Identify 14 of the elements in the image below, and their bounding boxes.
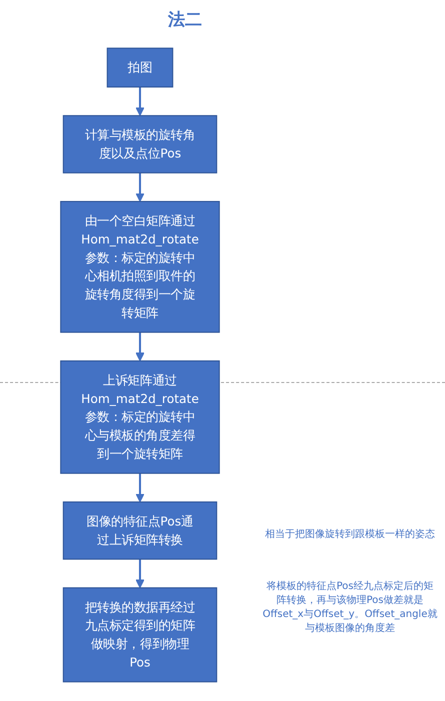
arrow [136, 87, 144, 116]
node-box: 由一个空白矩阵通过Hom_mat2d_rotate参数：标定的旋转中心相机拍照到取件的旋转角度得到一个旋转矩阵 [60, 200, 220, 333]
arrow [136, 332, 144, 362]
note-text: 相当于把图像旋转到跟模板一样的姿态 [264, 528, 436, 542]
node-box: 拍图 [106, 48, 174, 88]
arrow [136, 172, 144, 202]
arrow [136, 473, 144, 502]
node-box: 上诉矩阵通过Hom_mat2d_rotate参数：标定的旋转中心与模板的角度差得到一个旋转矩阵 [60, 360, 220, 474]
arrow [136, 559, 144, 588]
node-box: 图像的特征点Pos通过上诉矩阵转换 [62, 501, 218, 560]
note-text: 将模板的特征点Pos经九点标定后的矩阵转换，再与该物理Pos做差就是Offset_x与Offset_y。Offset_angle就与模板图像的角度差 [262, 580, 438, 636]
node-box: 计算与模板的旋转角度以及点位Pos [62, 115, 218, 174]
node-box: 把转换的数据再经过九点标定得到的矩阵做映射，得到物理Pos [62, 587, 218, 682]
diagram-title: 法二 [167, 9, 203, 31]
